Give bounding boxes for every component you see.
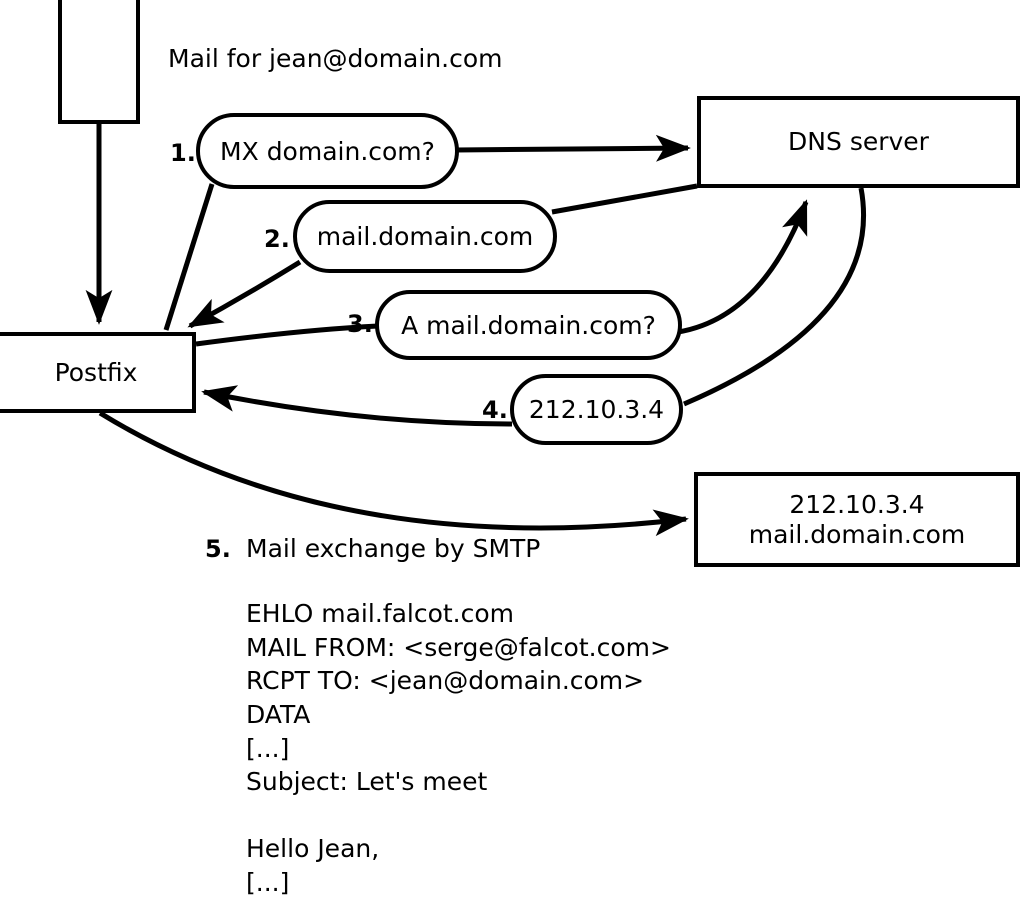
step-number-4: 4. bbox=[482, 396, 508, 424]
wire-step2-bubble2-to-postfix bbox=[187, 259, 302, 329]
node-remote-mail-server: 212.10.3.4 mail.domain.com bbox=[694, 472, 1020, 567]
wire-step1-postfix-to-bubble1 bbox=[163, 183, 215, 331]
bubble-step-3-a-query: A mail.domain.com? bbox=[375, 290, 682, 360]
bubble-step-3-text: A mail.domain.com? bbox=[401, 310, 656, 340]
wire-step4-bubble4-to-postfix bbox=[201, 385, 513, 427]
wire-step3-bubble3-to-dns bbox=[677, 199, 809, 335]
node-postfix: Postfix bbox=[0, 332, 196, 413]
bubble-step-2-mx-answer: mail.domain.com bbox=[293, 200, 557, 273]
bubble-step-1-text: MX domain.com? bbox=[220, 136, 435, 166]
step-number-5: 5. bbox=[205, 535, 231, 563]
node-postfix-label: Postfix bbox=[54, 357, 138, 387]
bubble-step-2-text: mail.domain.com bbox=[316, 222, 534, 251]
wire-step3-postfix-to-bubble3 bbox=[195, 323, 379, 347]
wire-step4-dns-to-bubble4 bbox=[683, 187, 867, 407]
smtp-transcript: EHLO mail.falcot.com MAIL FROM: <serge@f… bbox=[246, 599, 671, 919]
bubble-step-4-a-answer: 212.10.3.4 bbox=[510, 374, 683, 445]
step-5-label: Mail exchange by SMTP bbox=[246, 534, 541, 563]
node-mailserver-lines: 212.10.3.4 mail.domain.com bbox=[749, 490, 965, 549]
step-number-2: 2. bbox=[264, 225, 290, 253]
step-number-1: 1. bbox=[170, 139, 196, 167]
node-mailserver-host: mail.domain.com bbox=[748, 519, 966, 549]
wire-step2-dns-to-bubble2 bbox=[551, 183, 698, 215]
step-number-3: 3. bbox=[347, 310, 373, 338]
bubble-step-1-mx-query: MX domain.com? bbox=[196, 113, 459, 189]
node-dns-label: DNS server bbox=[788, 127, 929, 157]
wire-step1-bubble1-to-dns bbox=[455, 134, 691, 162]
bubble-step-4-text: 212.10.3.4 bbox=[528, 395, 665, 424]
node-mailserver-ip: 212.10.3.4 bbox=[789, 490, 925, 519]
wire-step5-postfix-to-mailserver bbox=[98, 410, 689, 537]
node-source-mail bbox=[58, 0, 140, 124]
incoming-mail-caption: Mail for jean@domain.com bbox=[168, 44, 503, 73]
node-dns-server: DNS server bbox=[697, 96, 1020, 188]
